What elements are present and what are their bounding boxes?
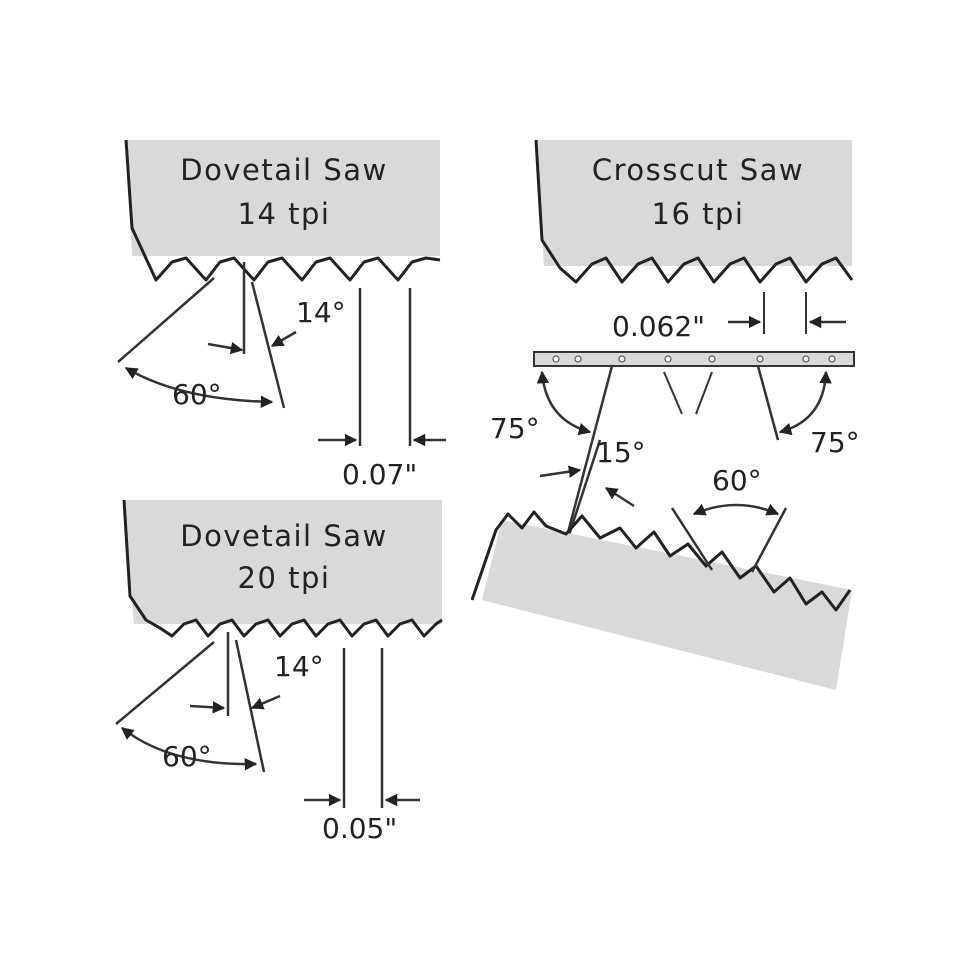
- blade-toothline: [534, 139, 854, 284]
- blade-title-line2: 16 tpi: [652, 197, 745, 231]
- blade-title-line1: Crosscut Saw: [592, 153, 804, 187]
- rake-ref-line: [566, 439, 602, 539]
- bevel-arc-right: [778, 370, 832, 436]
- bevel-line-mid-left: [663, 371, 683, 415]
- tooth-back-line: [250, 281, 286, 409]
- bevel-left-label: 75°: [490, 412, 540, 445]
- rake-arrow-left: [207, 341, 244, 355]
- blade-title: Dovetail Saw 20 tpi: [180, 519, 387, 595]
- rake-angle-label: 14°: [274, 650, 324, 683]
- bevel-arc-left: [536, 370, 592, 436]
- blade-title-line2: 20 tpi: [238, 561, 331, 595]
- tilted-toothline: [470, 510, 852, 612]
- panel-crosscut-16tpi: Crosscut Saw 16 tpi 0.062" 75° 75°: [470, 139, 860, 690]
- included-line-right: [750, 507, 788, 573]
- blade-title-line1: Dovetail Saw: [180, 153, 387, 187]
- bevel-line-mid-right: [695, 371, 713, 415]
- blade-title: Dovetail Saw 14 tpi: [180, 153, 387, 231]
- tilted-blade: [482, 520, 852, 690]
- panel-dovetail-14tpi: Dovetail Saw 14 tpi 60° 14° 0.07": [117, 139, 446, 491]
- saw-blade: [126, 140, 440, 256]
- rake-arrow-right: [270, 330, 297, 348]
- included-line-left: [670, 507, 714, 571]
- blade-title-line1: Dovetail Saw: [180, 519, 387, 553]
- tooth-set-strip: [533, 351, 855, 367]
- pitch-label: 0.07": [342, 458, 417, 491]
- rake-arrow-right: [250, 694, 281, 710]
- blade-title-line2: 14 tpi: [238, 197, 331, 231]
- bevel-line-left: [564, 365, 614, 541]
- rake-arrow-left: [189, 701, 226, 714]
- angle-60-label: 60°: [172, 378, 222, 411]
- included-angle-label: 60°: [712, 464, 762, 497]
- blade-toothline: [124, 139, 441, 282]
- pitch-label: 0.05": [322, 812, 397, 845]
- saw-blade: [536, 140, 852, 266]
- blade-title: Crosscut Saw 16 tpi: [592, 153, 804, 231]
- included-angle-line: [117, 277, 215, 363]
- rake-angle-label: 15°: [596, 436, 646, 469]
- angle-60-arc: [121, 727, 258, 771]
- included-angle-arc: [692, 503, 780, 516]
- included-angle-line: [115, 641, 215, 725]
- rake-arrow-right: [604, 486, 635, 508]
- bevel-line-right: [756, 365, 780, 441]
- tooth-back-line: [234, 639, 266, 773]
- rake-arrow-left: [539, 465, 582, 478]
- panel-dovetail-20tpi: Dovetail Saw 20 tpi 60° 14° 0.05": [115, 499, 443, 845]
- rake-angle-label: 14°: [296, 296, 346, 329]
- saw-blade: [124, 500, 442, 624]
- angle-60-label: 60°: [162, 740, 212, 773]
- blade-toothline: [122, 499, 443, 638]
- bevel-right-label: 75°: [810, 426, 860, 459]
- pitch-label: 0.062": [612, 310, 705, 343]
- tooth-set-holes: [552, 355, 836, 363]
- angle-60-arc: [124, 366, 274, 409]
